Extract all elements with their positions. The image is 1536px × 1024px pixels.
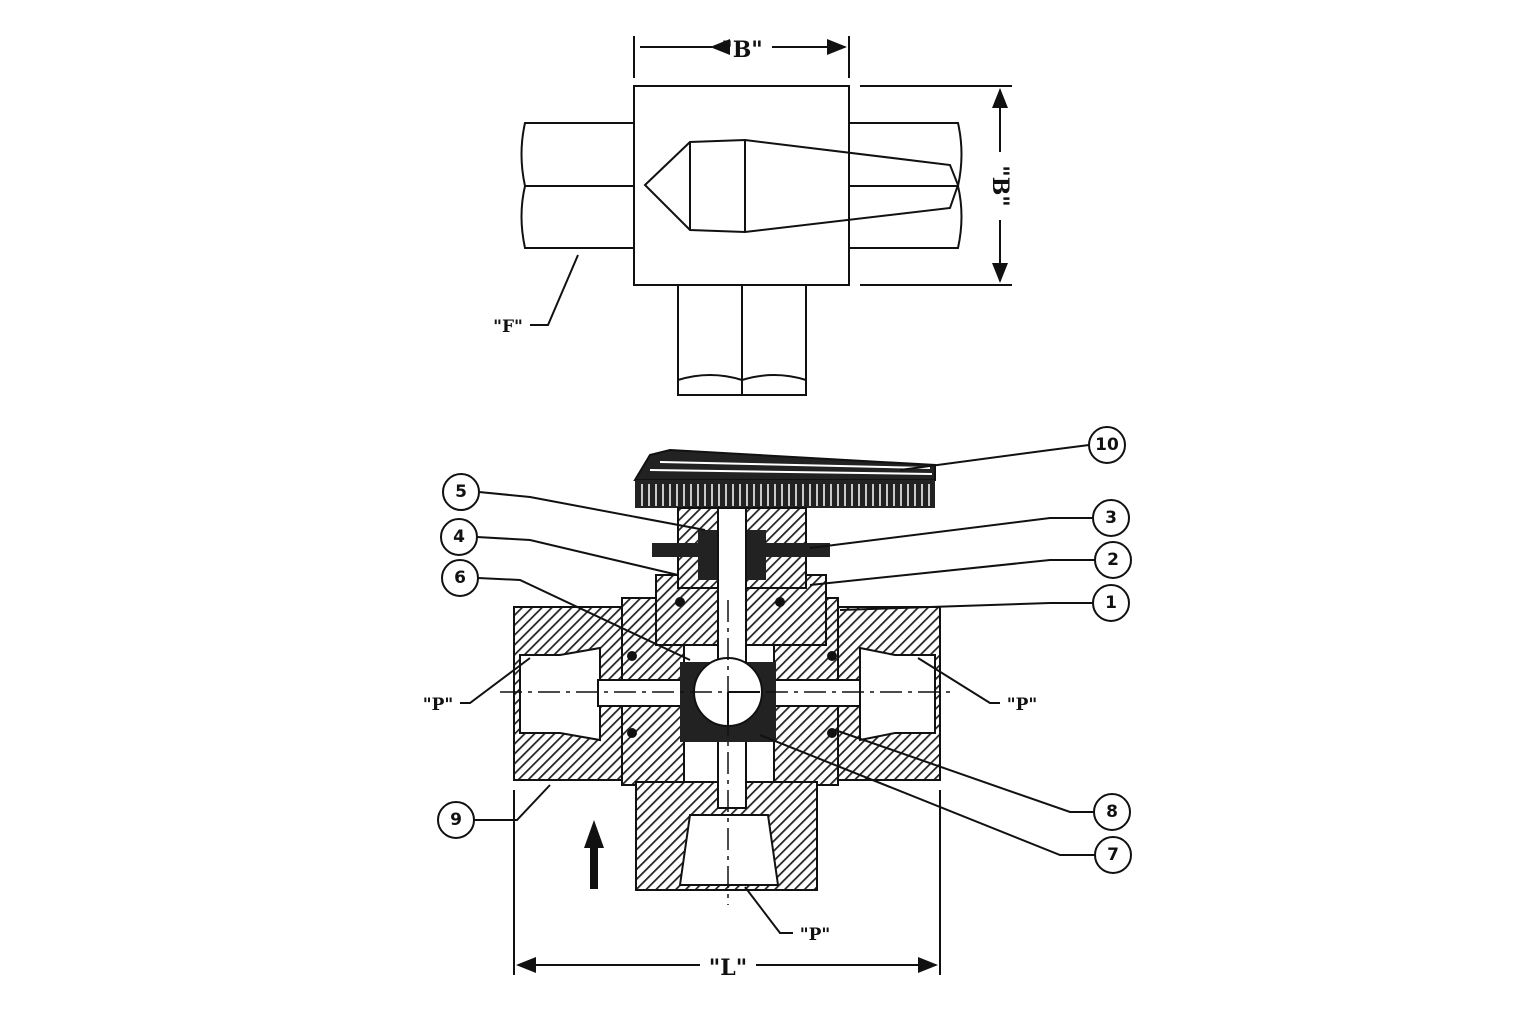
callout-number: 3 — [1105, 508, 1117, 528]
callout-number: 2 — [1107, 550, 1119, 570]
callout-number: 6 — [454, 568, 466, 588]
dimension-b-side: "B" — [987, 165, 1013, 207]
callout-10: 10 — [1088, 426, 1126, 464]
flow-arrow-icon — [584, 820, 604, 889]
port-label-f: "F" — [493, 317, 523, 337]
callout-1: 1 — [1092, 584, 1130, 622]
callout-2: 2 — [1094, 541, 1132, 579]
bottom-hex-port — [677, 285, 807, 396]
callout-5: 5 — [442, 473, 480, 511]
callout-number: 1 — [1105, 593, 1117, 613]
dimension-l: "L" — [709, 955, 747, 981]
callout-number: 4 — [453, 527, 465, 547]
handle-knurl — [635, 480, 935, 508]
port-label-right: "P" — [1007, 695, 1038, 715]
callout-9: 9 — [437, 801, 475, 839]
right-hex-port — [848, 122, 963, 249]
callout-number: 7 — [1107, 845, 1119, 865]
port-label-left: "P" — [423, 695, 454, 715]
section-view: "L" "P" "P" "P" 1 2 3 4 5 6 7 8 9 10 — [423, 426, 1132, 981]
callout-number: 5 — [455, 482, 467, 502]
callout-number: 8 — [1106, 802, 1118, 822]
callout-8: 8 — [1093, 793, 1131, 831]
callout-4: 4 — [440, 518, 478, 556]
port-label-bottom: "P" — [800, 925, 831, 945]
callout-number: 9 — [450, 810, 462, 830]
callout-number: 10 — [1095, 435, 1119, 455]
callout-6: 6 — [441, 559, 479, 597]
top-view: "B" "B" "F" — [493, 36, 1013, 396]
dimension-b-top: "B" — [721, 37, 763, 63]
callout-7: 7 — [1094, 836, 1132, 874]
body-square — [633, 85, 850, 286]
handle-lever — [643, 138, 960, 234]
callout-3: 3 — [1092, 499, 1130, 537]
left-hex-port — [520, 122, 635, 249]
